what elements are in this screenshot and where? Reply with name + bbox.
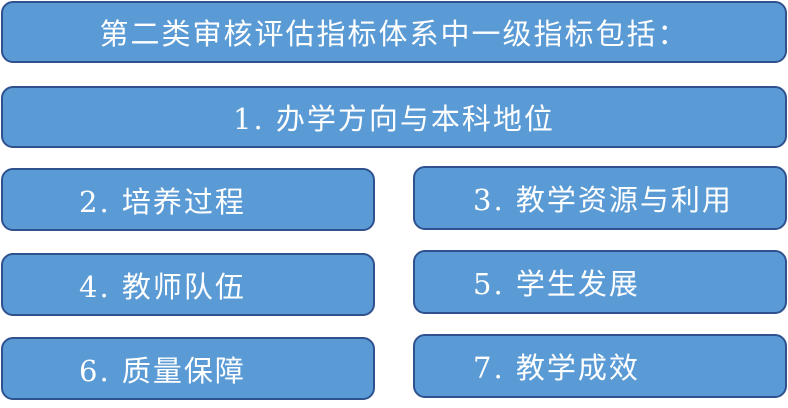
- indicator-label: 5. 学生发展: [473, 267, 640, 301]
- indicator-label: 7. 教学成效: [473, 351, 640, 385]
- title-text: 第二类审核评估指标体系中一级指标包括：: [99, 17, 689, 51]
- indicator-label: 3. 教学资源与利用: [473, 183, 733, 217]
- indicator-label: 1. 办学方向与本科地位: [233, 102, 555, 136]
- indicator-box-3: 3. 教学资源与利用: [413, 166, 787, 230]
- indicator-label: 2. 培养过程: [79, 184, 246, 219]
- indicator-box-6: 6. 质量保障: [1, 337, 375, 400]
- title-box: 第二类审核评估指标体系中一级指标包括：: [1, 1, 787, 63]
- indicator-box-4: 4. 教师队伍: [1, 253, 375, 316]
- indicator-box-7: 7. 教学成效: [413, 334, 787, 398]
- indicator-label: 4. 教师队伍: [79, 269, 246, 304]
- indicator-label: 6. 质量保障: [79, 353, 246, 388]
- indicator-box-5: 5. 学生发展: [413, 250, 787, 314]
- indicator-box-1: 1. 办学方向与本科地位: [1, 86, 787, 148]
- indicator-box-2: 2. 培养过程: [1, 168, 375, 231]
